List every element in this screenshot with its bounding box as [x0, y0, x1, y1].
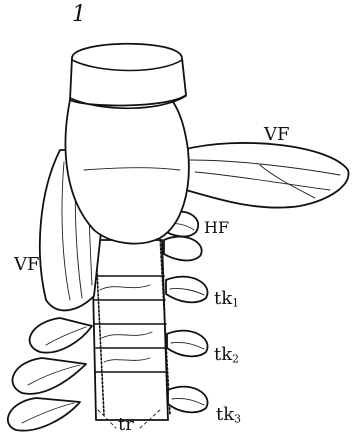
label-tk3-base: tk [216, 404, 234, 425]
label-tk1-base: tk [214, 288, 232, 309]
label-tk1-sub: 1 [232, 297, 239, 310]
label-vf-left: VF [14, 256, 40, 274]
left-gills [8, 318, 92, 431]
right-forewing [182, 143, 348, 208]
label-tr: tr [118, 416, 134, 434]
label-hf: HF [204, 220, 229, 236]
right-gills [163, 211, 208, 412]
label-tk2-sub: 2 [232, 353, 239, 366]
label-tk2-base: tk [214, 344, 232, 365]
label-tk2: tk2 [214, 346, 239, 365]
label-vf-right: VF [264, 126, 290, 144]
figure-number: 1 [72, 4, 86, 26]
label-tk3: tk3 [216, 406, 241, 425]
label-tk3-sub: 3 [234, 413, 241, 426]
label-tk1: tk1 [214, 290, 239, 309]
head [70, 44, 186, 109]
